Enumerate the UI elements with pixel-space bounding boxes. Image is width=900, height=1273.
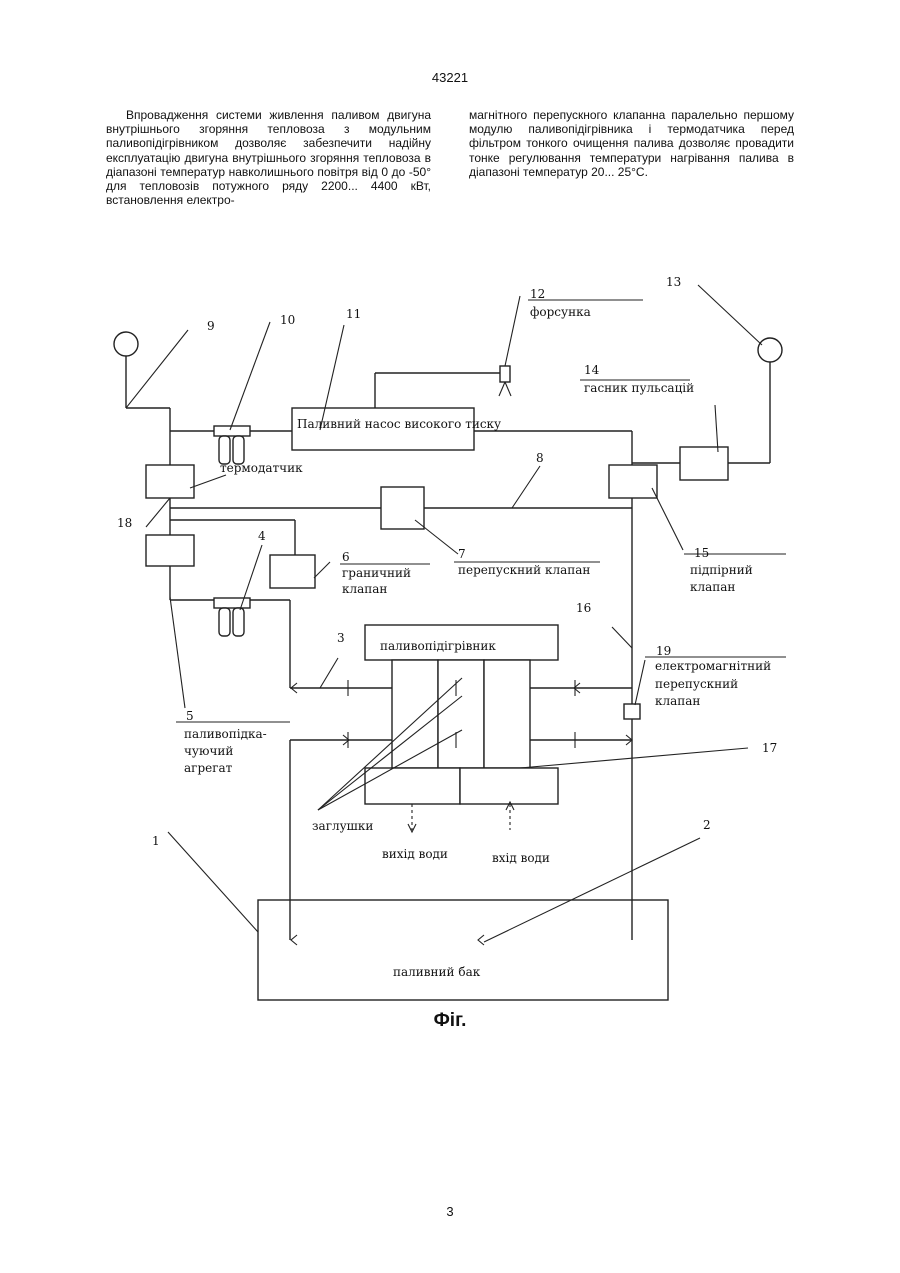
support-valve-box — [609, 465, 657, 498]
num-19: 19 — [656, 644, 671, 658]
fuel-system-diagram: Паливний насос високого тиску форсунка г… — [0, 0, 900, 1010]
num-16: 16 — [576, 601, 591, 615]
fuel-tank-box — [258, 900, 668, 1000]
page-number: 3 — [0, 1204, 900, 1219]
label-heater: паливопідігрівник — [380, 639, 496, 653]
pressure-gauge-9-icon — [114, 332, 138, 356]
num-1: 1 — [152, 834, 160, 848]
label-water-in: вхід води — [492, 851, 550, 865]
num-2: 2 — [703, 818, 711, 832]
num-3: 3 — [337, 631, 345, 645]
num-12: 12 — [530, 287, 545, 301]
num-11: 11 — [346, 307, 361, 321]
num-15: 15 — [694, 546, 709, 560]
label-pump-unit-3: агрегат — [184, 761, 233, 775]
limit-valve-box — [270, 555, 315, 588]
figure-caption: Фіг. — [0, 1010, 900, 1032]
em-bypass-valve-icon — [624, 704, 640, 719]
num-18: 18 — [117, 516, 132, 530]
pressure-gauge-13-icon — [758, 338, 782, 362]
label-em-valve-1: електромагнітний — [655, 659, 771, 673]
label-limit-valve-1: граничний — [342, 566, 411, 580]
num-14: 14 — [584, 363, 600, 377]
num-13: 13 — [666, 275, 681, 289]
label-pump-line1: Паливний насос високого тиску — [297, 417, 501, 431]
num-17: 17 — [762, 741, 777, 755]
label-damper: гасник пульсацій — [584, 381, 694, 395]
label-support-valve-1: підпірний — [690, 563, 753, 577]
num-4: 4 — [258, 529, 266, 543]
label-support-valve-2: клапан — [690, 580, 735, 594]
nozzle-icon — [499, 366, 511, 396]
num-9: 9 — [207, 319, 215, 333]
num-7: 7 — [458, 547, 466, 561]
num-5: 5 — [186, 709, 194, 723]
label-thermo: термодатчик — [220, 461, 303, 475]
pump-unit-box — [146, 535, 194, 566]
num-10: 10 — [280, 313, 295, 327]
label-water-out: вихід води — [382, 847, 448, 861]
label-bypass-valve: перепускний клапан — [458, 563, 590, 577]
num-6: 6 — [342, 550, 350, 564]
fine-filter-icon — [214, 426, 250, 464]
pulsation-damper-box — [680, 447, 728, 480]
label-em-valve-2: перепускний — [655, 677, 738, 691]
num-8: 8 — [536, 451, 544, 465]
label-nozzle: форсунка — [530, 305, 591, 319]
label-em-valve-3: клапан — [655, 694, 700, 708]
label-pump-unit-1: паливопідка- — [184, 727, 267, 741]
thermo-sensor-box — [146, 465, 194, 498]
label-plugs: заглушки — [312, 819, 373, 833]
coarse-filter-icon — [214, 598, 250, 636]
label-pump-unit-2: чуючий — [184, 744, 233, 758]
label-tank: паливний бак — [393, 965, 481, 979]
label-limit-valve-2: клапан — [342, 582, 387, 596]
